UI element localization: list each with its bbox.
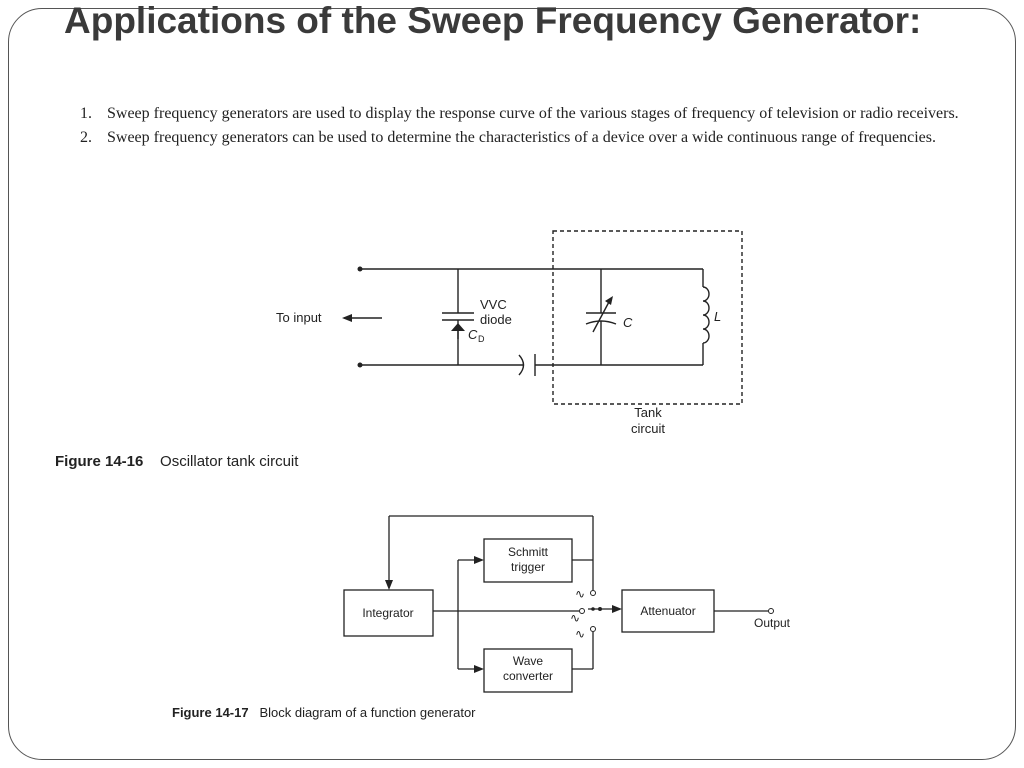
list-item-text: Sweep frequency generators can be used t…	[107, 129, 936, 146]
figure-caption-text: Oscillator tank circuit	[160, 453, 299, 470]
slide-frame	[8, 8, 1016, 760]
diode-label: diode	[480, 312, 512, 327]
circuit-label: circuit	[631, 421, 665, 436]
attenuator-label: Attenuator	[640, 604, 695, 618]
figure-14-16-caption: Figure 14-16 Oscillator tank circuit	[55, 453, 298, 470]
tank-label: Tank	[634, 405, 662, 420]
cd-label: C	[468, 327, 478, 342]
list-item: 1. Sweep frequency generators are used t…	[80, 103, 960, 125]
converter-label: converter	[503, 669, 553, 683]
output-label: Output	[754, 616, 791, 630]
list-item: 2. Sweep frequency generators can be use…	[80, 127, 960, 149]
vvc-label: VVC	[480, 297, 507, 312]
square-wave-icon: ∿	[575, 587, 585, 601]
list-item-text: Sweep frequency generators are used to d…	[107, 105, 959, 122]
list-item-number: 2.	[80, 129, 92, 146]
applications-list: 1. Sweep frequency generators are used t…	[80, 103, 960, 151]
trigger-label: trigger	[511, 560, 545, 574]
integrator-label: Integrator	[362, 606, 413, 620]
sine-wave-icon: ∿	[575, 627, 585, 641]
figure-caption-text: Block diagram of a function generator	[259, 705, 476, 720]
figure-label: Figure 14-16	[55, 453, 144, 470]
figure-14-17-caption: Figure 14-17 Block diagram of a function…	[172, 705, 476, 720]
list-item-number: 1.	[80, 105, 92, 122]
cd-subscript: D	[478, 334, 485, 344]
slide-title: Applications of the Sweep Frequency Gene…	[64, 0, 922, 41]
figure-label: Figure 14-17	[172, 705, 249, 720]
inductor-l-label: L	[714, 309, 721, 324]
triangle-wave-icon: ∿	[570, 611, 580, 625]
to-input-label: To input	[276, 310, 322, 325]
capacitor-c-label: C	[623, 315, 633, 330]
schmitt-label: Schmitt	[508, 545, 549, 559]
wave-label: Wave	[513, 654, 544, 668]
